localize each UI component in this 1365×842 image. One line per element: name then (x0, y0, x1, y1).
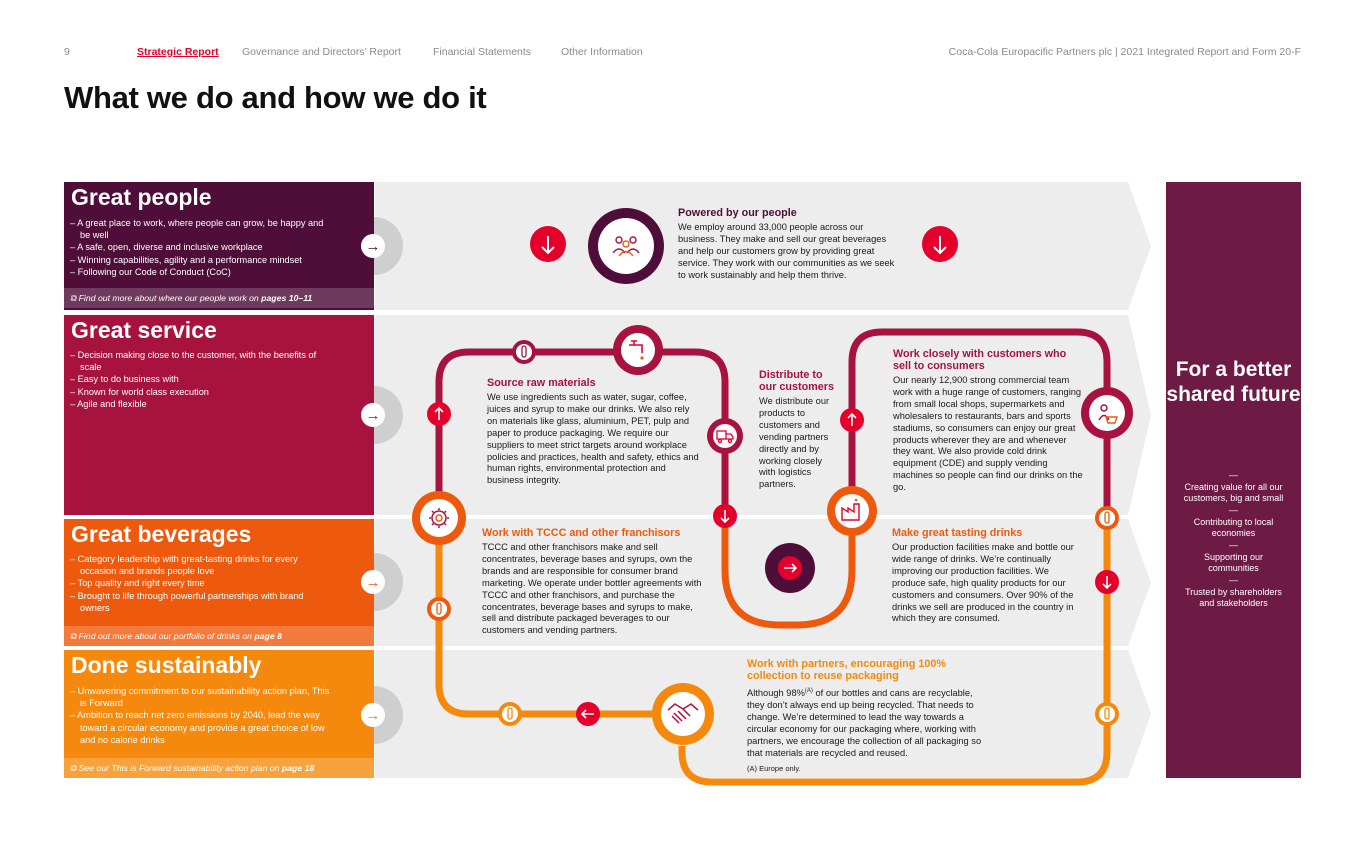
find-out-more-link[interactable]: ⧉ See our This is Forward sustainability… (64, 758, 374, 778)
panel-title: Great people (71, 184, 212, 210)
band-people (375, 182, 1123, 310)
arrow-right-icon[interactable]: → (361, 570, 385, 594)
section-body: We use ingredients such as water, sugar,… (487, 392, 699, 486)
list-item: Known for world class execution (70, 386, 330, 398)
band-beverages (375, 519, 1123, 646)
section-body: Our nearly 12,900 strong commercial team… (893, 375, 1083, 493)
section-title: Work closely with customers who sell to … (893, 348, 1067, 372)
section-work-with-customers: Work closely with customers who sell to … (893, 348, 1083, 494)
section-partners-packaging: Work with partners, encouraging 100% col… (747, 658, 987, 774)
panel-great-beverages: Great beverages Category leadership with… (64, 519, 374, 646)
section-body: Although 98%(A) of our bottles and cans … (747, 688, 982, 758)
separator: — (1229, 540, 1238, 550)
truck-icon (716, 430, 734, 444)
factory-icon (841, 498, 860, 521)
list-item: Decision making close to the customer, w… (70, 349, 330, 373)
find-out-more-link[interactable]: ⧉ Find out more about where our people w… (64, 288, 374, 308)
list-item: Category leadership with great-tasting d… (70, 553, 330, 577)
people-icon (612, 236, 640, 257)
page-number: 9 (64, 46, 70, 58)
page-ref-icon: ⧉ (70, 763, 79, 773)
section-body: We employ around 33,000 people across ou… (678, 222, 895, 280)
page-title: What we do and how we do it (64, 80, 487, 115)
section-title: Powered by our people (678, 207, 797, 219)
list-item: Winning capabilities, agility and a perf… (70, 254, 330, 266)
flow-path-customers (848, 328, 1111, 515)
band-chevrons (1122, 182, 1151, 778)
footnote: (A) Europe only. (747, 763, 801, 773)
section-title: Work with partners, encouraging 100% col… (747, 658, 946, 682)
shopping-cart-icon (1098, 404, 1118, 424)
list-item: A great place to work, where people can … (70, 217, 330, 241)
tap-icon (629, 340, 644, 360)
section-title: Distribute to our customers (759, 369, 834, 393)
report-title: Coca-Cola Europacific Partners plc | 202… (948, 46, 1301, 58)
panel-done-sustainably: Done sustainably Unwavering commitment t… (64, 650, 374, 778)
panel-great-people: Great people A great place to work, wher… (64, 182, 374, 310)
list-item: Creating value for all our customers, bi… (1183, 482, 1284, 503)
section-title: Make great tasting drinks (892, 527, 1023, 539)
list-item: Unwavering commitment to our sustainabil… (70, 685, 330, 709)
panel-better-shared-future: For a better shared future — Creating va… (1166, 182, 1301, 778)
section-make-drinks: Make great tasting drinks Our production… (892, 527, 1077, 625)
panel-title: Done sustainably (71, 652, 262, 678)
list-item: Easy to do business with (70, 373, 330, 385)
separator: — (1229, 575, 1238, 585)
section-powered-by-people: Powered by our people We employ around 3… (678, 207, 903, 282)
arrow-right-icon[interactable]: → (361, 403, 385, 427)
panel-title: Great beverages (71, 521, 252, 547)
list-item: Brought to life through powerful partner… (70, 590, 330, 614)
list-item: Trusted by shareholders and stakeholders (1185, 587, 1282, 608)
panel-title: For a better shared future (1166, 358, 1301, 406)
gear-icon (429, 508, 449, 528)
page-ref-icon: ⧉ (70, 631, 79, 641)
section-body: We distribute our products to customers … (759, 396, 830, 490)
separator: — (1229, 470, 1238, 480)
panel-list: Unwavering commitment to our sustainabil… (70, 685, 330, 746)
panel-list: Decision making close to the customer, w… (70, 349, 330, 410)
section-title: Work with TCCC and other franchisors (482, 527, 681, 539)
section-body: TCCC and other franchisors make and sell… (482, 542, 702, 636)
list-item: Supporting our communities (1203, 552, 1264, 573)
flow-path-collect (678, 515, 1111, 786)
separator: — (1229, 505, 1238, 515)
panel-title: Great service (71, 317, 217, 343)
list-item: Ambition to reach net zero emissions by … (70, 709, 330, 746)
page-ref-icon: ⧉ (70, 293, 79, 303)
section-tccc: Work with TCCC and other franchisors TCC… (482, 527, 707, 637)
list-item: Agile and flexible (70, 398, 330, 410)
band-service (375, 315, 1123, 515)
list-item: Following our Code of Conduct (CoC) (70, 266, 330, 278)
section-distribute: Distribute to our customers We distribut… (759, 369, 839, 491)
panel-great-service: Great service Decision making close to t… (64, 315, 374, 515)
nav-financial-statements[interactable]: Financial Statements (433, 46, 532, 58)
arrow-right-icon[interactable]: → (361, 234, 385, 258)
panel-list: Category leadership with great-tasting d… (70, 553, 330, 614)
find-out-more-link[interactable]: ⧉ Find out more about our portfolio of d… (64, 626, 374, 646)
flow-path-source (435, 348, 729, 518)
nav-other-information[interactable]: Other Information (561, 46, 643, 58)
arrow-right-icon[interactable]: → (361, 703, 385, 727)
section-source-raw-materials: Source raw materials We use ingredients … (487, 377, 699, 487)
section-title: Source raw materials (487, 377, 596, 389)
panel-list: — Creating value for all our customers, … (1178, 469, 1289, 609)
list-item: A safe, open, diverse and inclusive work… (70, 241, 330, 253)
nav-strategic-report[interactable]: Strategic Report (137, 46, 219, 58)
flow-path-return (435, 518, 682, 718)
flow-path-make (721, 515, 856, 629)
handshake-icon (667, 703, 699, 724)
nav-governance[interactable]: Governance and Directors’ Report (242, 46, 401, 58)
list-item: Contributing to local economies (1193, 517, 1274, 538)
section-body: Our production facilities make and bottl… (892, 542, 1074, 624)
list-item: Top quality and right every time (70, 577, 330, 589)
panel-list: A great place to work, where people can … (70, 217, 330, 278)
